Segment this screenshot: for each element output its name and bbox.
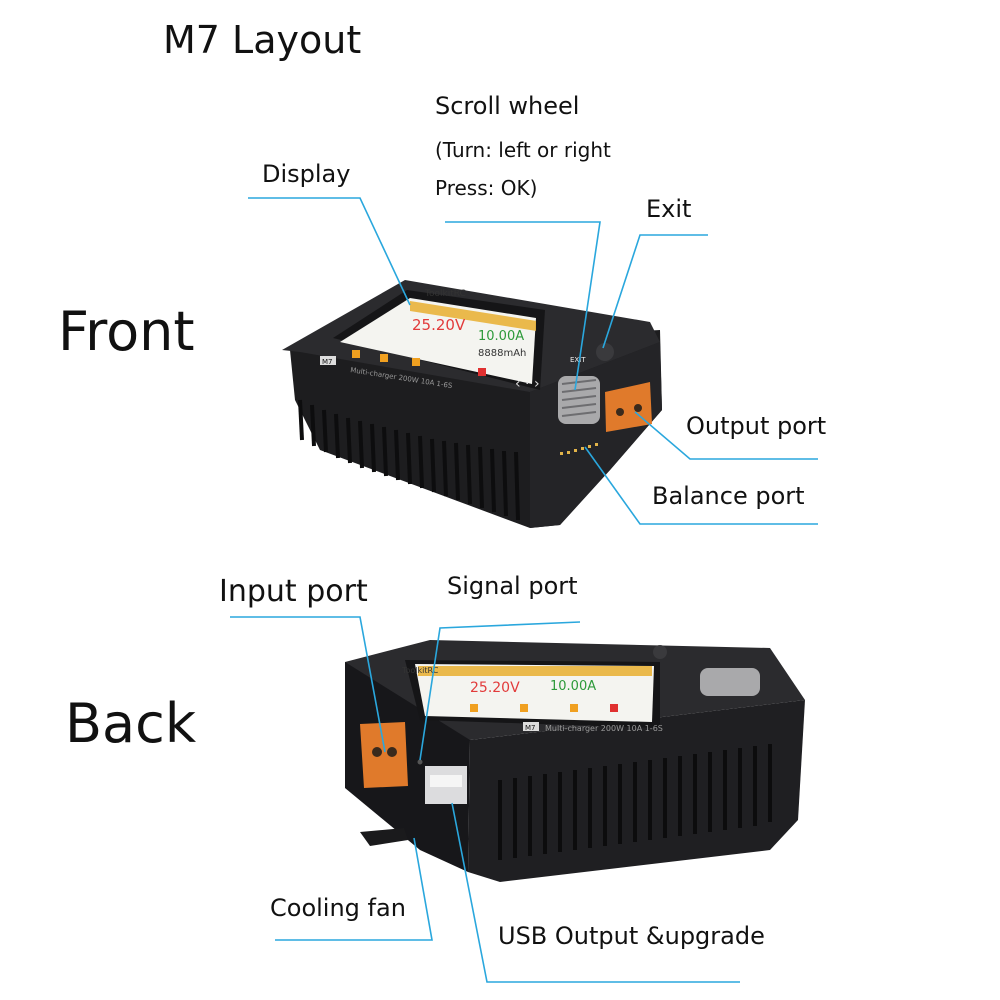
section-back: Back [65,692,197,755]
back-scroll-wheel-icon [700,668,760,696]
usb-port-icon [425,766,467,804]
front-cell-indicators [352,350,486,376]
scroll-arrows-icon: ‹ · › [515,376,540,392]
section-front: Front [58,300,195,363]
back-current: 10.00A [550,679,596,694]
front-device: ToolkitRC 25.20V 10.00A 8888mAh M7 Multi… [282,280,662,528]
back-model-desc: Multi-charger 200W 10A 1-6S [545,724,663,733]
scroll-wheel-icon [558,376,600,424]
back-voltage: 25.20V [470,680,520,696]
front-capacity: 8888mAh [478,348,526,359]
leader-lines [230,197,818,983]
front-model-badge: M7 [322,358,333,366]
label-display: Display [262,160,351,188]
label-scroll-note-2: Press: OK) [435,176,538,200]
back-model-badge-bg [523,722,539,731]
label-balance-port: Balance port [652,482,805,510]
back-vents [498,744,772,860]
label-cooling-fan: Cooling fan [270,894,406,922]
front-voltage: 25.20V [412,316,466,334]
back-exit-button-icon [653,645,667,659]
output-port-icon [605,382,652,432]
cooling-fan-icon [360,828,408,846]
input-port-icon [360,722,408,788]
back-cell-indicators [470,704,618,712]
label-output-port: Output port [686,412,827,440]
back-model-badge: M7 [525,724,536,732]
back-device: ToolkitRC 25.20V 10.00A M7 Multi-charger… [345,640,805,882]
signal-port-icon [417,759,423,765]
label-scroll-wheel: Scroll wheel [435,92,580,120]
front-exit-key: EXIT [570,356,586,364]
label-usb-output: USB Output &upgrade [498,922,765,950]
front-brand: ToolkitRC [424,289,466,299]
label-exit: Exit [646,195,692,223]
front-current: 10.00A [478,329,524,344]
label-scroll-note-1: (Turn: left or right [435,138,611,162]
front-model-badge-bg [320,356,336,365]
front-vents [298,399,520,521]
exit-button-icon [596,343,614,361]
label-signal-port: Signal port [447,572,578,600]
page-title: M7 Layout [163,18,362,62]
label-input-port: Input port [219,574,368,609]
back-brand: ToolkitRC [401,666,439,675]
balance-port-icon [560,443,598,455]
